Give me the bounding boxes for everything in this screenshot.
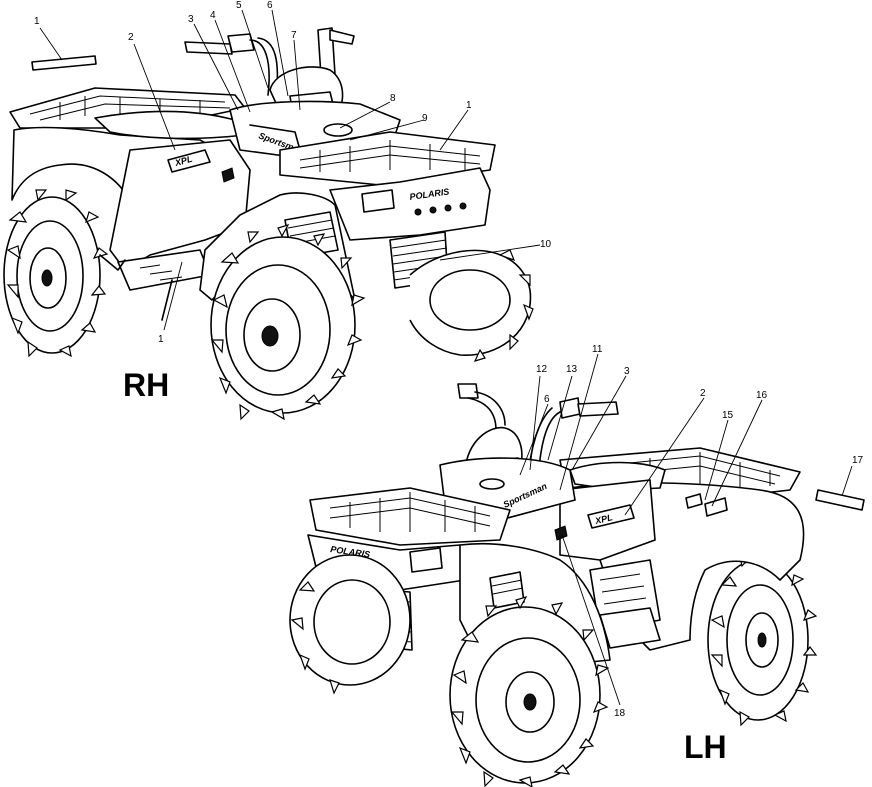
callout-rh-6: 6 — [267, 0, 273, 11]
rh-side-label: RH — [123, 367, 169, 403]
rh-front-wheel — [210, 224, 366, 421]
lh-rear-wheel — [707, 555, 818, 727]
callout-lh-13: 13 — [566, 364, 578, 375]
callout-lh-17: 17 — [852, 455, 864, 466]
rh-decal-strip — [31, 55, 97, 71]
rh-callout-leaders — [39, 9, 541, 331]
callout-rh-8: 8 — [390, 93, 396, 104]
lh-front-wheel — [449, 596, 610, 787]
lh-rear-body: XPL — [559, 447, 865, 651]
svg-text:XPL: XPL — [593, 512, 613, 526]
callout-lh-18: 18 — [614, 708, 626, 719]
rh-body: XPL — [9, 87, 251, 321]
callout-rh-2: 2 — [128, 32, 134, 43]
callout-lh-16: 16 — [756, 390, 768, 401]
lh-front-wheel-far — [289, 554, 411, 695]
callout-rh-9: 9 — [422, 113, 428, 124]
callout-rh-1: 1 — [34, 16, 40, 27]
callout-rh-5: 5 — [236, 0, 242, 11]
lh-callout-numbers: 12 13 11 3 6 2 15 16 17 18 — [536, 344, 864, 719]
rh-callout-numbers: 1 2 3 4 5 6 7 8 9 1 10 1 — [34, 0, 552, 345]
callout-rh-4: 4 — [210, 10, 216, 21]
rh-rear-wheel — [3, 189, 109, 358]
callout-rh-10: 10 — [540, 239, 552, 250]
lh-atv-illustration: XPL Sportsman — [289, 383, 865, 787]
callout-lh-15: 15 — [722, 410, 734, 421]
lh-side-label: LH — [684, 729, 727, 765]
callout-lh-6: 6 — [544, 394, 550, 405]
callout-rh-3: 3 — [188, 14, 194, 25]
callout-lh-2: 2 — [700, 388, 706, 399]
callout-lh-3: 3 — [624, 366, 630, 377]
svg-text:XPL: XPL — [173, 154, 193, 168]
rh-atv-illustration: XPL Sportsman — [3, 27, 534, 421]
callout-rh-1c: 1 — [158, 334, 164, 345]
callout-rh-7: 7 — [291, 30, 297, 41]
rh-front-wheel-far — [409, 249, 534, 362]
callout-lh-11: 11 — [592, 344, 603, 355]
lh-callout-leaders — [519, 353, 853, 706]
callout-lh-12: 12 — [536, 364, 548, 375]
callout-rh-1b: 1 — [466, 100, 472, 111]
